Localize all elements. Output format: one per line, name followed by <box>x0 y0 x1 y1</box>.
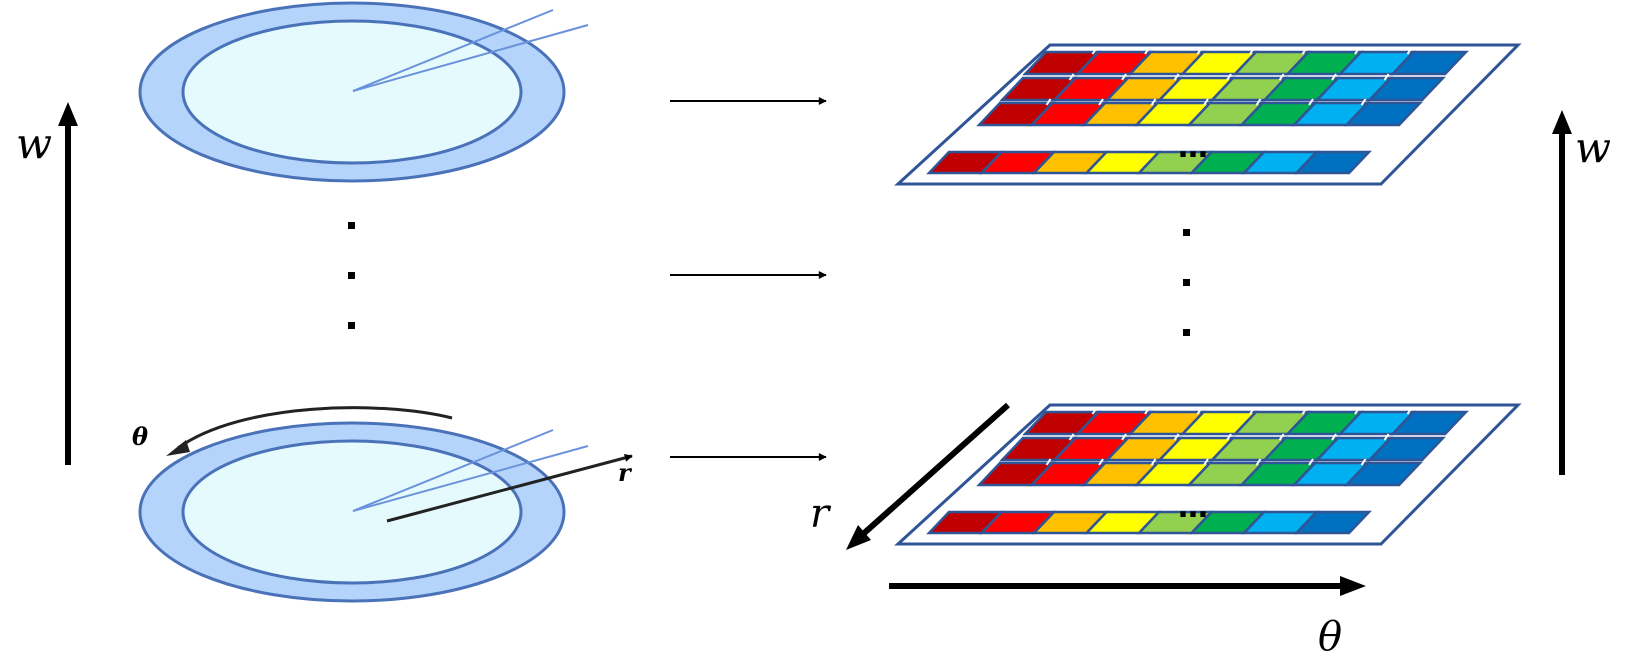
grid-tick <box>1383 433 1390 441</box>
small-theta-label: θ <box>132 422 148 451</box>
grid-tick <box>1255 458 1262 466</box>
grid-cell <box>1293 510 1372 535</box>
grid-cell <box>1343 101 1423 127</box>
grid-cell <box>1389 50 1469 76</box>
grid-tick <box>1196 407 1203 415</box>
grid-tick <box>1150 458 1157 466</box>
big-theta-arrowhead <box>1340 576 1366 596</box>
grid-tick <box>1278 73 1285 81</box>
right-w-axis: w <box>1552 110 1611 475</box>
bottom-disk: r θ <box>132 406 633 603</box>
small-theta-arrowhead <box>166 440 190 456</box>
mapping-arrows <box>670 97 827 461</box>
grid-tick <box>1173 73 1180 81</box>
grid-tick <box>1249 47 1255 55</box>
small-theta-arc <box>177 406 453 450</box>
left-ellipsis-dots <box>348 222 355 329</box>
grid-tick <box>1121 433 1127 441</box>
grid-tick <box>1301 47 1308 55</box>
grid-tick <box>1150 98 1157 106</box>
top-disk-ray-2 <box>352 24 589 92</box>
big-r-label: r <box>810 491 832 537</box>
bottom-disk-inner <box>181 439 523 585</box>
grid-cell <box>1293 150 1372 175</box>
top-grid-cells <box>926 47 1469 175</box>
grid-tick <box>1383 73 1390 81</box>
grid-tick <box>1360 458 1367 466</box>
grid-tick <box>1068 73 1075 81</box>
grid-tick <box>1255 98 1262 106</box>
big-r-arrowhead <box>846 525 871 550</box>
grid-tick <box>1203 98 1209 106</box>
grid-tick <box>1226 433 1232 441</box>
grid-tick <box>1331 73 1337 81</box>
grid-tick <box>1196 47 1203 55</box>
grid-tick <box>1406 407 1413 415</box>
grid-tick <box>1091 47 1098 55</box>
top-disk <box>138 1 589 183</box>
small-r-arrow <box>386 453 633 523</box>
grid-tick <box>1121 73 1127 81</box>
grid-tick <box>1098 98 1104 106</box>
grid-tick <box>1144 407 1150 415</box>
grid-tick <box>1249 407 1255 415</box>
grid-cell <box>1366 436 1446 462</box>
grid-tick <box>1301 407 1308 415</box>
grid-cell <box>1343 461 1423 487</box>
bottom-disk-ray-1 <box>352 429 554 512</box>
right-w-arrowhead <box>1552 110 1572 134</box>
grid-tick <box>1173 433 1180 441</box>
grid-tick <box>1308 98 1314 106</box>
right-ellipsis-dots <box>1183 229 1190 336</box>
left-w-axis: w <box>16 102 78 465</box>
big-r-arrow-line <box>860 402 1010 538</box>
top-grid-ellipsis: … <box>1178 130 1208 165</box>
grid-tick <box>1226 73 1232 81</box>
bottom-disk-ray-2 <box>352 445 589 512</box>
big-theta-label: θ <box>1318 614 1342 660</box>
bottom-grid-cells <box>926 407 1469 535</box>
bottom-grid-ellipsis: … <box>1178 490 1208 525</box>
grid-tick <box>1045 458 1052 466</box>
left-w-label: w <box>16 119 52 168</box>
grid-tick <box>1354 407 1360 415</box>
grid-cell <box>1389 410 1469 436</box>
top-disk-ray-1 <box>352 9 554 92</box>
grid-tick <box>1045 98 1052 106</box>
grid-cell <box>1366 76 1446 102</box>
grid-tick <box>1406 47 1413 55</box>
big-theta-axis: θ <box>889 576 1366 660</box>
top-disk-inner <box>181 19 523 165</box>
right-w-label: w <box>1575 123 1611 172</box>
grid-tick <box>1144 47 1150 55</box>
grid-tick <box>1331 433 1337 441</box>
top-grid-panel: … <box>894 43 1522 186</box>
grid-tick <box>1068 433 1075 441</box>
small-r-label: r <box>618 458 633 487</box>
grid-tick <box>1098 458 1104 466</box>
left-w-arrowhead <box>58 102 78 126</box>
bottom-grid-panel: … <box>894 403 1522 546</box>
grid-tick <box>1308 458 1314 466</box>
grid-tick <box>1354 47 1360 55</box>
grid-tick <box>1278 433 1285 441</box>
grid-tick <box>1360 98 1367 106</box>
grid-tick <box>1091 407 1098 415</box>
big-r-axis: r <box>810 402 1010 550</box>
grid-tick <box>1203 458 1209 466</box>
